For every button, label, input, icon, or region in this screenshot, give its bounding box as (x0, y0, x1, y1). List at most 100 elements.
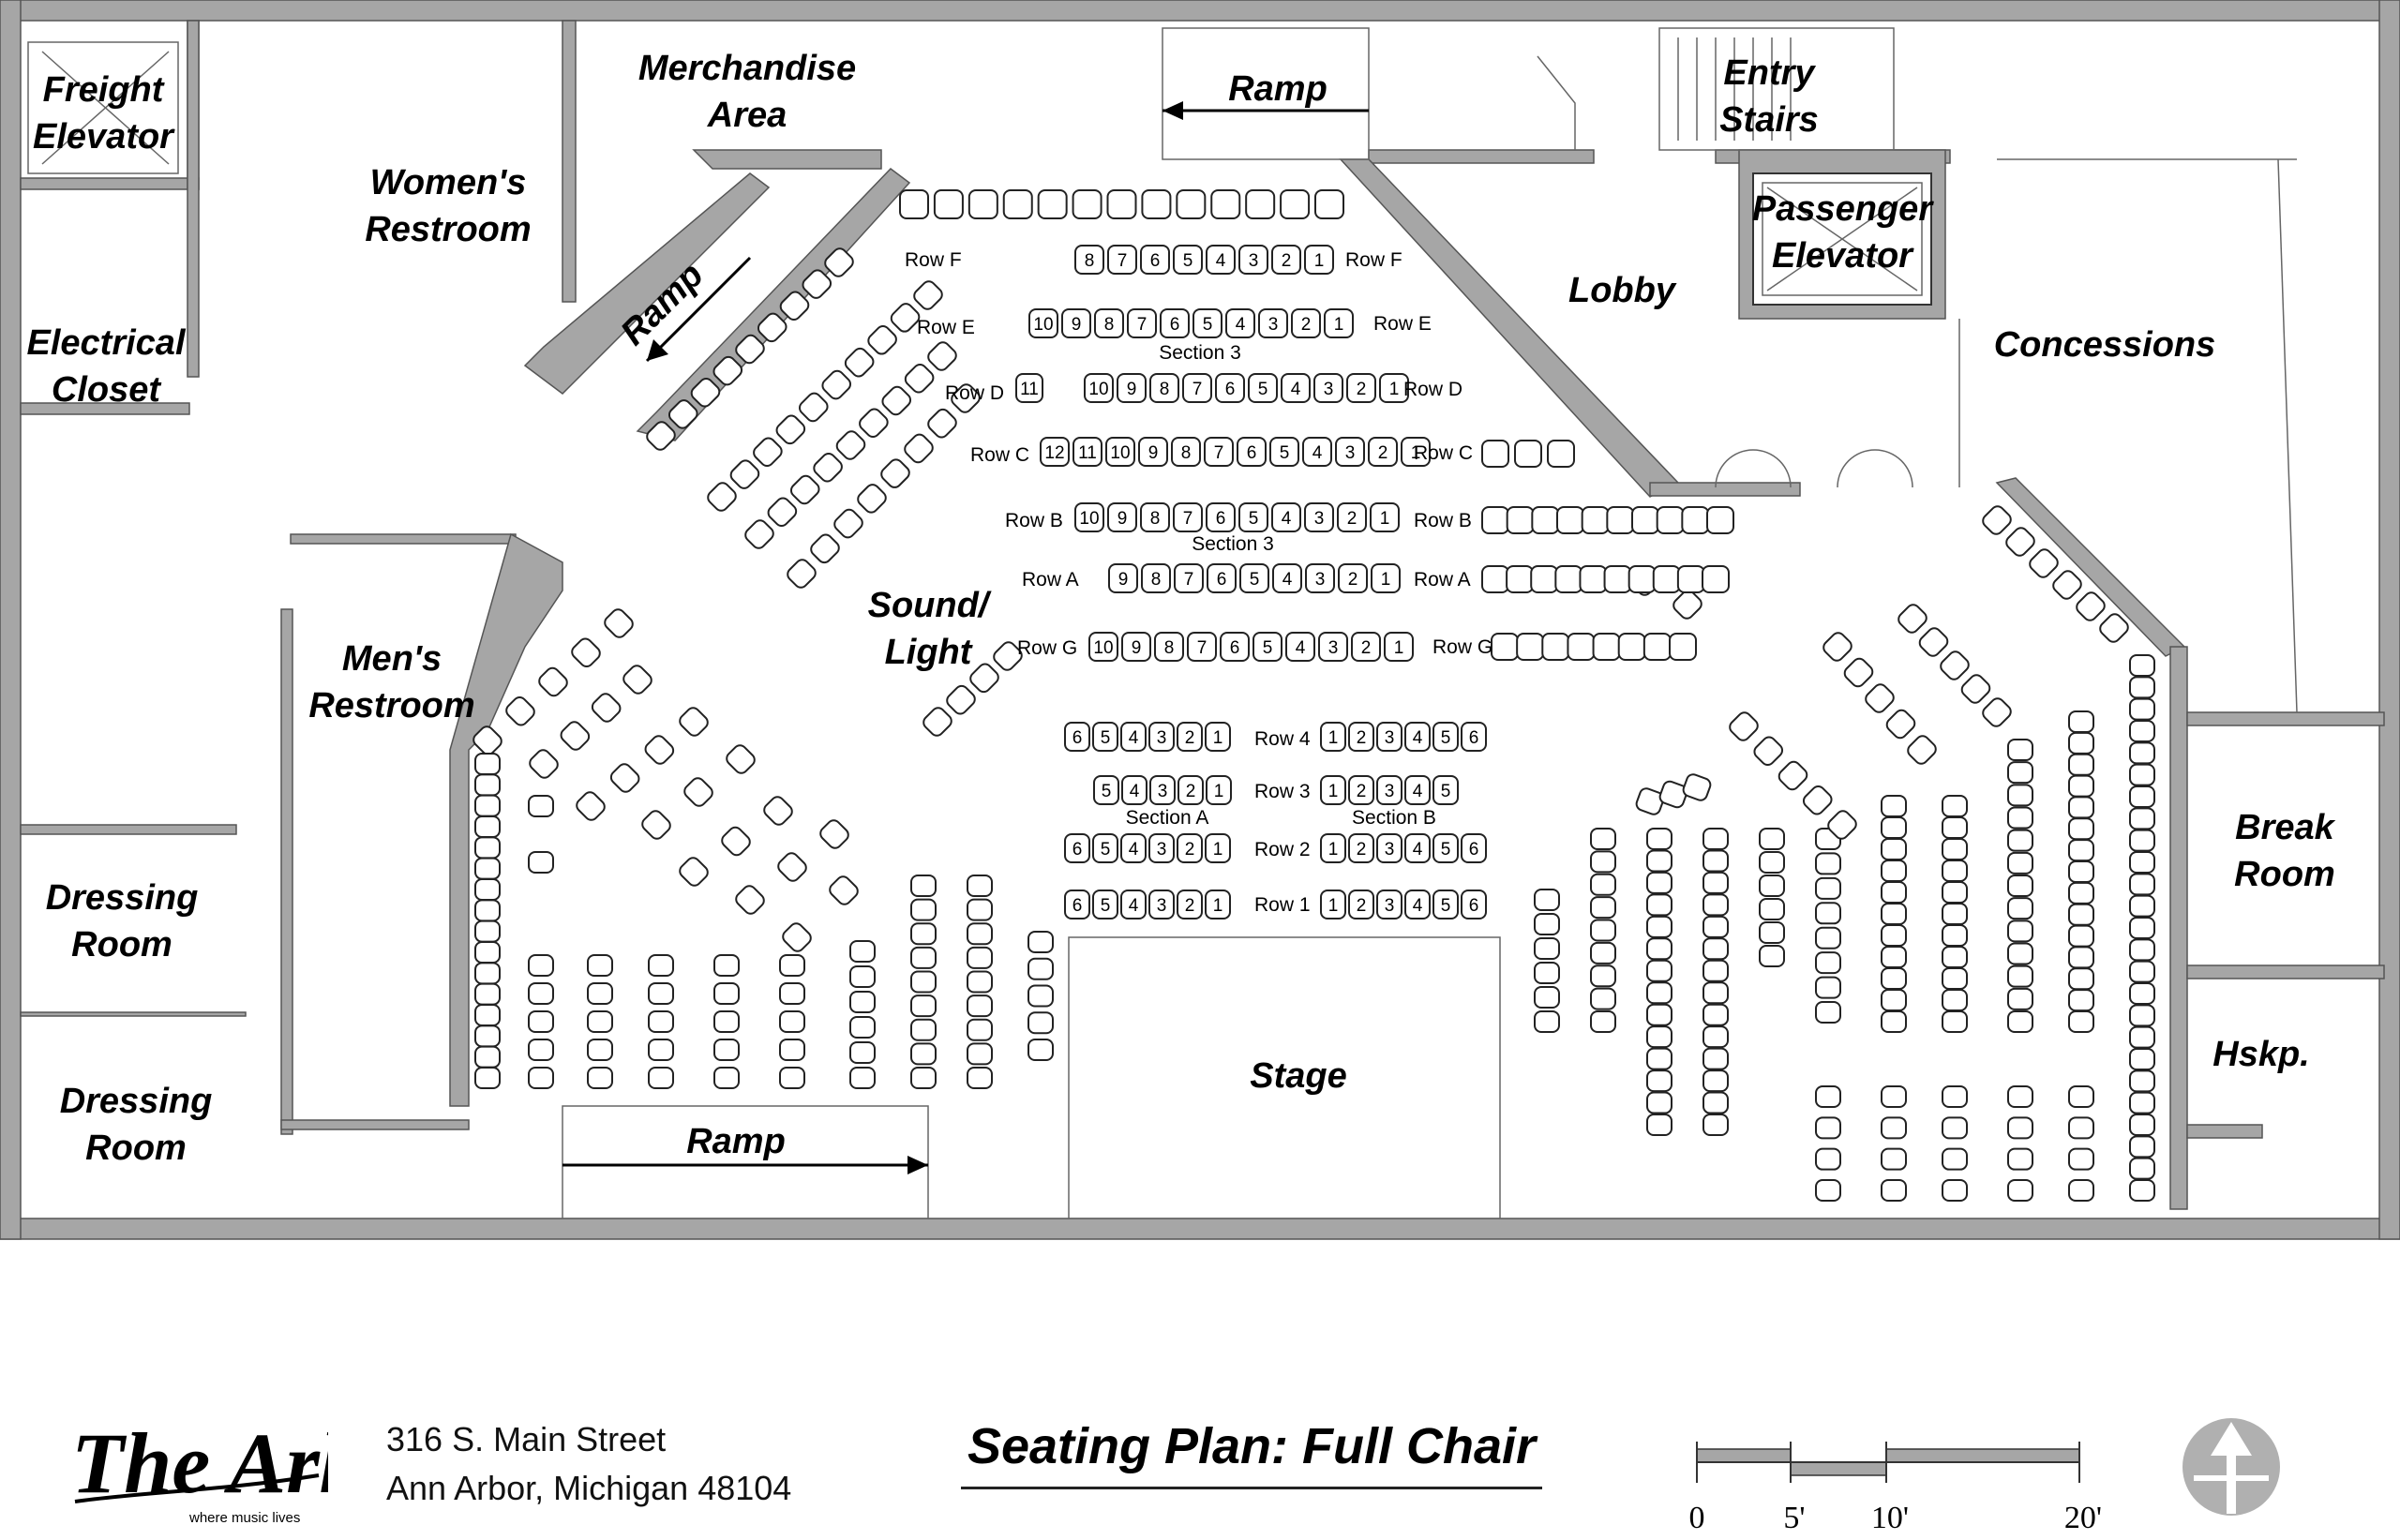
seat (1491, 633, 1519, 661)
seat (587, 1039, 613, 1061)
seat-box (1173, 502, 1203, 532)
seat-row-f-6: 6 (1140, 245, 1170, 275)
seat-row-b-4: 4 (1271, 502, 1301, 532)
seat (2129, 1157, 2155, 1180)
seat-row-1-b-5: 5 (1432, 890, 1459, 920)
seat-number: 8 (1160, 380, 1170, 399)
seat-number: 5 (1250, 570, 1260, 590)
seat-box (1271, 245, 1301, 275)
seat (2068, 753, 2094, 776)
seat (1982, 505, 2012, 535)
seat (1534, 986, 1560, 1009)
seat-number: 2 (1185, 728, 1195, 748)
seat (1516, 633, 1545, 661)
seat (474, 982, 501, 1006)
seat (1822, 632, 1852, 662)
seat-number: 5 (1441, 782, 1451, 801)
seat-box (1348, 775, 1374, 805)
seat-row-3-b-3: 3 (1376, 775, 1402, 805)
seat-row-f-5: 5 (1173, 245, 1203, 275)
seat (2129, 763, 2155, 786)
seat-number: 3 (1314, 509, 1325, 529)
hskp-label: Hskp. (2212, 1035, 2309, 1074)
seat-number: 3 (1345, 443, 1356, 463)
seat-number: 6 (1072, 728, 1083, 748)
seat-number: 2 (1185, 840, 1195, 860)
seat (833, 508, 863, 539)
seat (967, 1067, 993, 1089)
seat (967, 994, 993, 1018)
row-c-left-label: Row C (970, 444, 1029, 466)
seat (2129, 960, 2155, 983)
seat-box (1313, 373, 1343, 403)
seat-number: 5 (1102, 782, 1112, 801)
seat-number: 1 (1328, 782, 1339, 801)
seat (967, 898, 993, 921)
seat (910, 1067, 937, 1089)
row-g-left-label: Row G (1017, 637, 1077, 659)
seat-number: 7 (1197, 638, 1208, 658)
seat-row-c-4: 4 (1302, 437, 1332, 467)
seat-number: 9 (1148, 443, 1159, 463)
seat-box (1182, 373, 1212, 403)
seat (1635, 787, 1665, 815)
seat-row-2-b-6: 6 (1461, 833, 1487, 863)
seat (1245, 189, 1276, 219)
seat (2129, 829, 2155, 852)
seat (1028, 931, 1054, 953)
seat-number: 7 (1184, 570, 1194, 590)
seat (1942, 838, 1968, 860)
outer-walls (0, 0, 2400, 1240)
row-a-left-label: Row A (1022, 569, 1079, 591)
seat (2007, 897, 2033, 920)
seat (1942, 1147, 1968, 1171)
seat (1815, 926, 1841, 949)
seat (1815, 976, 1841, 999)
seat (604, 608, 634, 638)
seat-row-1-a-1: 1 (1205, 890, 1231, 920)
seat-row-d-3: 3 (1313, 373, 1343, 403)
seat-row-2-b-1: 1 (1320, 833, 1346, 863)
seat (1881, 860, 1907, 882)
seat (1631, 506, 1659, 534)
seat (789, 474, 820, 505)
seat-row-2-a-5: 5 (1092, 833, 1118, 863)
ramp-top-label: Ramp (1228, 69, 1328, 109)
seat (2007, 964, 2033, 988)
seat-number: 3 (1328, 638, 1339, 658)
seat (810, 533, 840, 564)
seat (2029, 548, 2059, 578)
seat-row-2-a-6: 6 (1064, 833, 1090, 863)
seat (474, 1004, 501, 1026)
seat-row-3-a-5: 5 (1093, 775, 1119, 805)
seat-row-g-4: 4 (1285, 632, 1315, 662)
seat-number: 1 (1381, 570, 1391, 590)
seat-box (1351, 632, 1381, 662)
seat (1652, 565, 1681, 593)
seat (2068, 860, 2094, 883)
seat-box (1064, 722, 1090, 752)
seat (1106, 189, 1137, 219)
seat (1658, 780, 1688, 809)
scale-bar: 0 5' 10' 20' (1689, 1442, 2102, 1535)
seat (835, 430, 866, 460)
seat (2129, 676, 2155, 699)
seat-row-2-b-3: 3 (1376, 833, 1402, 863)
seat (2007, 806, 2033, 830)
seat-row-c-6: 6 (1237, 437, 1267, 467)
seat-row-d-4: 4 (1281, 373, 1311, 403)
seat (1681, 506, 1710, 534)
seat (927, 408, 957, 439)
seat (1646, 828, 1672, 850)
seat (1590, 873, 1616, 896)
seat-box (1094, 308, 1124, 338)
seat-box (1461, 722, 1487, 752)
seat-number: 2 (1357, 380, 1367, 399)
seat-row-3-b-4: 4 (1404, 775, 1431, 805)
seat-number: 1 (1213, 896, 1223, 916)
seat-row-4-b-6: 6 (1461, 722, 1487, 752)
seat (1541, 633, 1570, 661)
seat (726, 744, 756, 774)
